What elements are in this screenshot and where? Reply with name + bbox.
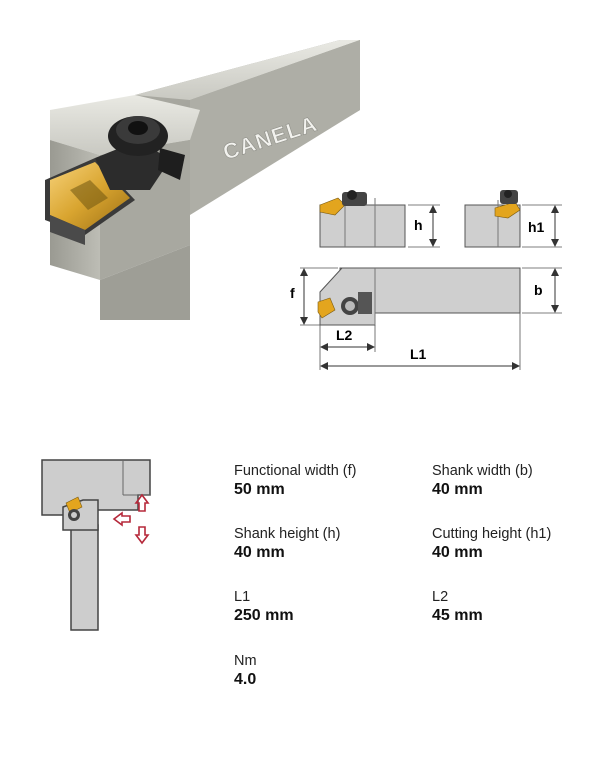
- dimension-l2: L2: [319, 325, 376, 370]
- front-view-h1: [464, 190, 521, 248]
- label-l1: L1: [410, 346, 427, 362]
- spec-nm: Nm 4.0: [234, 652, 414, 690]
- top-view: [317, 267, 521, 326]
- spec-cutting-height: Cutting height (h1) 40 mm: [432, 525, 600, 563]
- product-photo: CANELA: [40, 40, 360, 320]
- spec-l1: L1 250 mm: [234, 588, 414, 626]
- spec-value: 50 mm: [234, 481, 285, 498]
- spec-value: 4.0: [234, 671, 257, 688]
- tool-holder-render: CANELA: [45, 40, 360, 320]
- spec-label: L2: [432, 589, 449, 605]
- spec-l2: L2 45 mm: [432, 588, 600, 626]
- label-f: f: [290, 285, 295, 301]
- spec-value: 40 mm: [432, 481, 483, 498]
- spec-label: Shank width (b): [432, 463, 533, 479]
- dimension-l1: L1: [320, 313, 521, 370]
- spec-shank-width: Shank width (b) 40 mm: [432, 462, 600, 500]
- spec-label: L1: [234, 589, 251, 605]
- spec-value: 40 mm: [234, 544, 285, 561]
- spec-label: Functional width (f): [234, 463, 357, 479]
- label-h: h: [414, 217, 423, 233]
- spec-value: 45 mm: [432, 607, 483, 624]
- spec-label: Shank height (h): [234, 526, 341, 542]
- dimension-f: f: [290, 267, 338, 326]
- dimension-h1: h1: [522, 204, 562, 248]
- label-b: b: [534, 282, 543, 298]
- orientation-icon: [38, 455, 168, 640]
- dimension-h: h: [408, 204, 440, 248]
- spec-shank-height: Shank height (h) 40 mm: [234, 525, 414, 563]
- front-view-h: [319, 190, 406, 248]
- dimension-diagram: h h1: [290, 180, 580, 380]
- feed-direction-arrows-icon: [112, 493, 150, 545]
- spec-label: Cutting height (h1): [432, 526, 552, 542]
- spec-value: 40 mm: [432, 544, 483, 561]
- label-l2: L2: [336, 327, 353, 343]
- spec-value: 250 mm: [234, 607, 294, 624]
- label-h1: h1: [528, 219, 545, 235]
- dimension-b: b: [522, 267, 562, 314]
- spec-functional-width: Functional width (f) 50 mm: [234, 462, 414, 500]
- spec-label: Nm: [234, 653, 257, 669]
